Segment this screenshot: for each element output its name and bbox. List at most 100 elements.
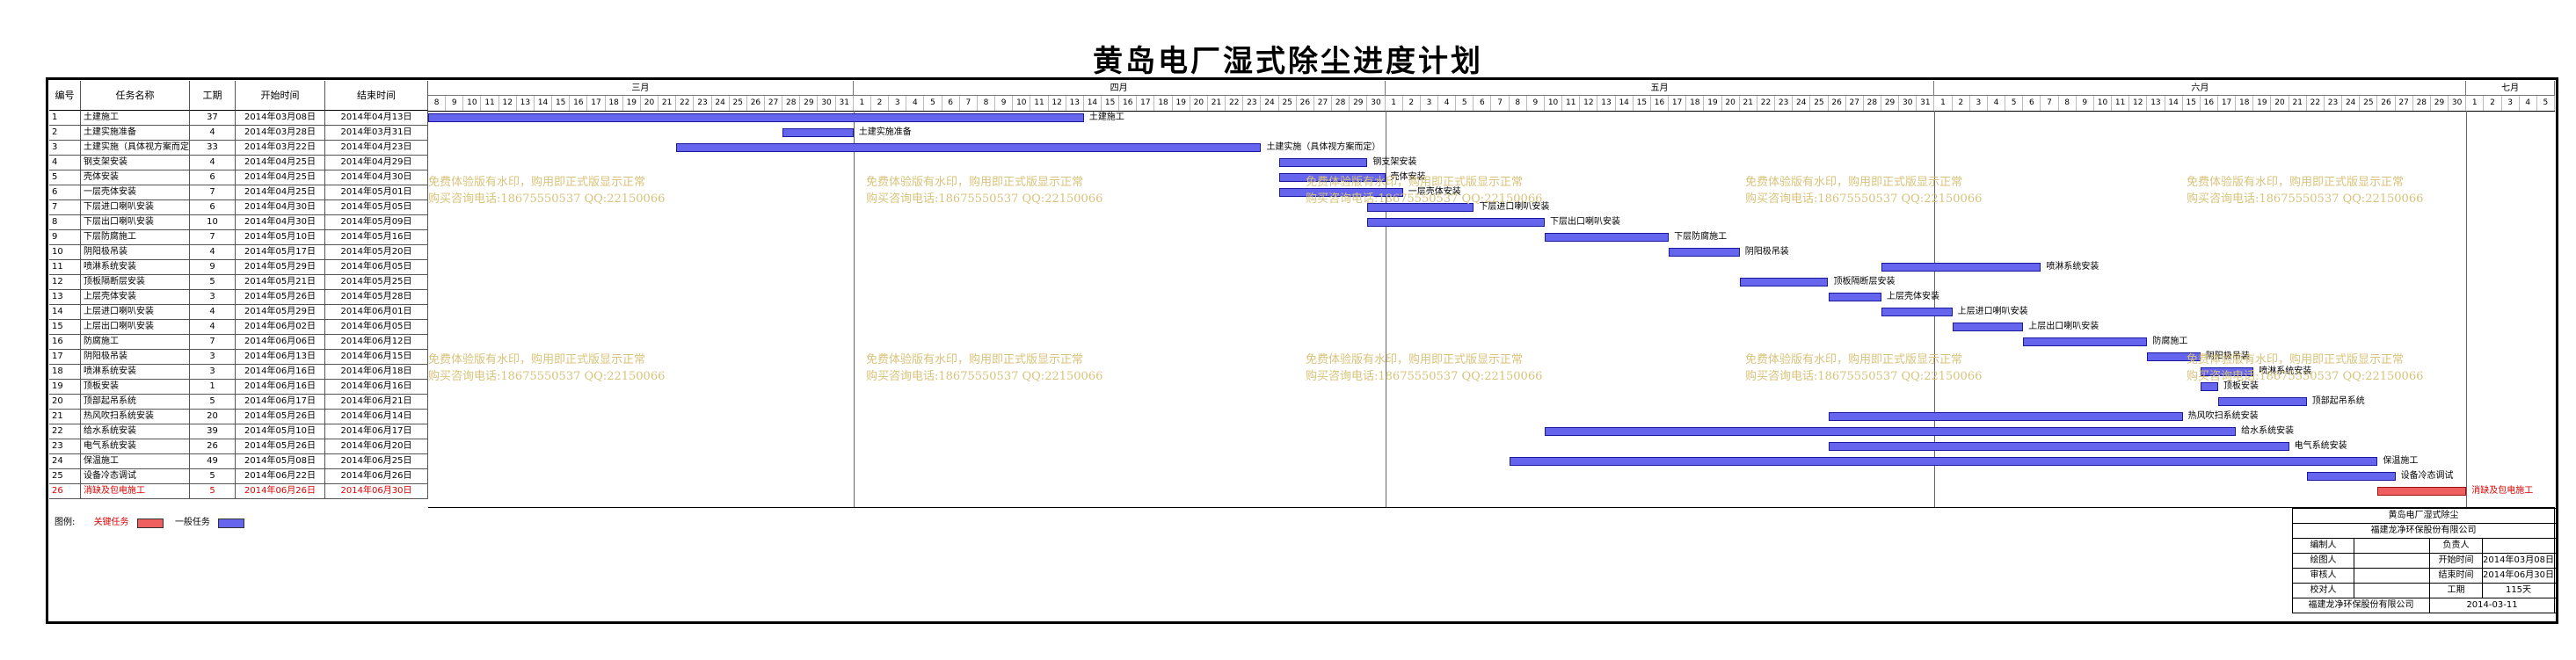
- bar-label: 土建实施（具体视方案而定）: [1266, 142, 1381, 152]
- legend-critical-swatch: [136, 518, 164, 528]
- trial-watermark: 免费体验版有水印，购用即正式版显示正常购买咨询电话:18675550537 QQ…: [2187, 352, 2423, 385]
- month-label: 七月: [2466, 81, 2555, 96]
- day-label: 24: [712, 96, 730, 111]
- day-label: 26: [1829, 96, 1846, 111]
- day-label: 19: [2253, 96, 2272, 111]
- watermark-line-2: 购买咨询电话:18675550537 QQ:22150066: [428, 370, 666, 383]
- tb-responsible-label: 负责人: [2430, 539, 2483, 553]
- day-label: 29: [1881, 96, 1900, 111]
- gantt-bar: [1367, 203, 1474, 212]
- bar-label: 设备冷态调试: [2400, 471, 2454, 481]
- day-label: 21: [1740, 96, 1757, 111]
- cell-id: 21: [49, 410, 81, 424]
- cell-end: 2014年05月16日: [325, 230, 428, 245]
- day-label: 11: [1030, 96, 1049, 111]
- cell-id: 6: [49, 185, 81, 200]
- cell-start: 2014年06月16日: [236, 365, 325, 380]
- tb-date: 2014-03-11: [2430, 598, 2555, 613]
- watermark-line-2: 购买咨询电话:18675550537 QQ:22150066: [1306, 192, 1543, 206]
- day-label: 2: [2484, 96, 2502, 111]
- day-label: 25: [2360, 96, 2378, 111]
- cell-id: 16: [49, 335, 81, 350]
- day-label: 9: [2077, 96, 2094, 111]
- gantt-bar: [1952, 323, 2024, 331]
- cell-end: 2014年06月17日: [325, 424, 428, 439]
- bar-label: 电气系统安装: [2294, 441, 2347, 451]
- day-label: 20: [2271, 96, 2289, 111]
- cell-duration: 4: [190, 305, 236, 320]
- day-label: 18: [606, 96, 623, 111]
- cell-start: 2014年05月21日: [236, 275, 325, 290]
- month-label: 四月: [853, 81, 1386, 96]
- cell-duration: 6: [190, 170, 236, 185]
- day-label: 16: [1651, 96, 1670, 111]
- day-label: 12: [1049, 96, 1066, 111]
- cell-start: 2014年05月29日: [236, 260, 325, 275]
- cell-start: 2014年06月22日: [236, 469, 325, 484]
- day-label: 16: [570, 96, 588, 111]
- trial-watermark: 免费体验版有水印，购用即正式版显示正常购买咨询电话:18675550537 QQ…: [866, 174, 1102, 207]
- month-label: 三月: [428, 81, 854, 96]
- gantt-bar: [1509, 457, 2378, 466]
- gantt-bar: [428, 113, 1084, 122]
- gantt-bar: [1828, 442, 2289, 451]
- cell-id: 3: [49, 141, 81, 156]
- trial-watermark: 免费体验版有水印，购用即正式版显示正常购买咨询电话:18675550537 QQ…: [1745, 174, 1982, 207]
- cell-end: 2014年06月05日: [325, 320, 428, 335]
- day-label: 2: [871, 96, 890, 111]
- cell-id: 5: [49, 170, 81, 185]
- tb-duration-label: 工期: [2430, 584, 2483, 598]
- gantt-bar: [1278, 173, 1386, 182]
- day-label: 13: [517, 96, 535, 111]
- bar-label: 土建施工: [1088, 112, 1124, 122]
- day-label: 15: [2183, 96, 2201, 111]
- cell-task-name: 电气系统安装: [81, 439, 190, 454]
- cell-start: 2014年04月30日: [236, 215, 325, 230]
- gantt-bar: [2377, 487, 2467, 496]
- legend-normal-swatch: [218, 518, 245, 528]
- cell-task-name: 一层壳体安装: [81, 185, 190, 200]
- day-label: 27: [1846, 96, 1864, 111]
- day-label: 24: [2342, 96, 2361, 111]
- cell-task-name: 土建实施准备: [81, 126, 190, 141]
- bar-label: 顶板隔断层安装: [1833, 277, 1896, 286]
- gantt-bar: [2200, 367, 2254, 376]
- gantt-bar: [1544, 427, 2237, 436]
- cell-duration: 5: [190, 469, 236, 484]
- day-label: 21: [1208, 96, 1226, 111]
- day-label: 2: [1403, 96, 1421, 111]
- gantt-bar: [2147, 352, 2201, 361]
- month-divider: [853, 111, 855, 507]
- cell-start: 2014年06月17日: [236, 395, 325, 410]
- cell-end: 2014年06月16日: [325, 380, 428, 395]
- day-label: 27: [765, 96, 783, 111]
- day-label: 25: [1279, 96, 1297, 111]
- cell-id: 22: [49, 424, 81, 439]
- cell-end: 2014年05月25日: [325, 275, 428, 290]
- tb-end-label: 结束时间: [2430, 569, 2483, 583]
- watermark-line-2: 购买咨询电话:18675550537 QQ:22150066: [1745, 192, 1983, 206]
- cell-start: 2014年06月26日: [236, 484, 325, 499]
- cell-duration: 4: [190, 320, 236, 335]
- cell-start: 2014年03月22日: [236, 141, 325, 156]
- gantt-bar: [1881, 308, 1953, 316]
- day-label: 6: [1474, 96, 1492, 111]
- cell-task-name: 顶板隔断层安装: [81, 275, 190, 290]
- cell-duration: 7: [190, 185, 236, 200]
- bar-label: 上层进口喇叭安装: [1957, 307, 2028, 316]
- trial-watermark: 免费体验版有水印，购用即正式版显示正常购买咨询电话:18675550537 QQ…: [1745, 352, 1982, 385]
- watermark-line-2: 购买咨询电话:18675550537 QQ:22150066: [866, 192, 1103, 206]
- tb-checker-label: 校对人: [2293, 584, 2354, 598]
- day-label: 14: [1616, 96, 1634, 111]
- cell-start: 2014年05月10日: [236, 424, 325, 439]
- cell-task-name: 钢支架安装: [81, 156, 190, 170]
- cell-duration: 49: [190, 454, 236, 469]
- cell-end: 2014年04月30日: [325, 170, 428, 185]
- bar-label: 顶部起吊系统: [2311, 396, 2365, 406]
- day-label: 24: [1261, 96, 1279, 111]
- cell-id: 2: [49, 126, 81, 141]
- day-label: 26: [1297, 96, 1314, 111]
- cell-task-name: 土建施工: [81, 111, 190, 126]
- gantt-bar: [1828, 293, 1881, 301]
- cell-task-name: 阴阳极吊装: [81, 350, 190, 365]
